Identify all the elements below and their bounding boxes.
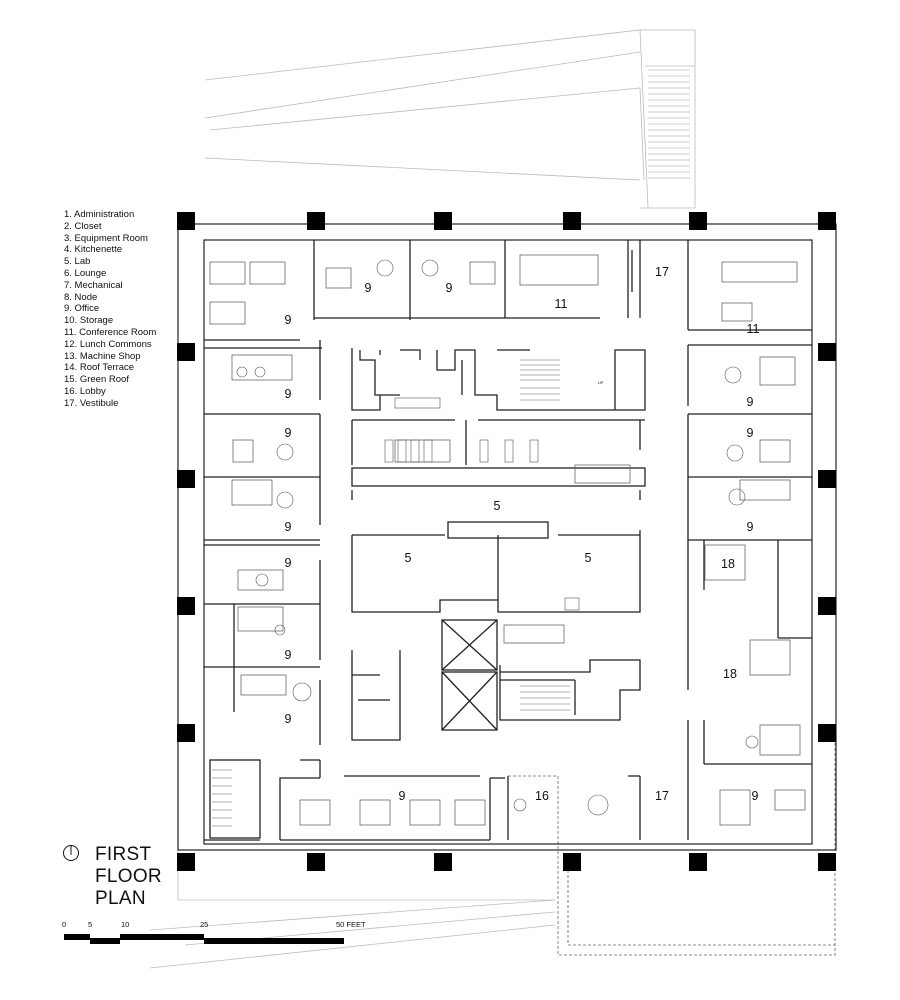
room-legend: 1. Administration 2. Closet 3. Equipment… xyxy=(64,209,156,410)
scale-bar xyxy=(64,934,344,944)
room-label: 9 xyxy=(446,281,453,295)
north-stair-hatch xyxy=(648,69,690,179)
plan-title-line: FIRST xyxy=(95,844,152,865)
scale-tick-label: 5 xyxy=(88,920,93,929)
legend-item: 1. Administration xyxy=(64,209,135,220)
furniture-workstations xyxy=(209,254,806,826)
plan-title: FIRST FLOOR PLAN xyxy=(95,844,162,910)
legend-item: 10. Storage xyxy=(64,315,114,327)
stair-up-note: UP xyxy=(598,380,604,385)
site-context-lines xyxy=(149,29,696,969)
legend-item: 15. Green Roof xyxy=(64,374,129,386)
legend-item: 16. Lobby xyxy=(64,385,106,397)
legend-item: 2. Closet xyxy=(64,220,102,232)
legend-item: 6. Lounge xyxy=(64,267,107,279)
legend-item: 12. Lunch Commons xyxy=(64,338,152,350)
room-label: 16 xyxy=(535,789,549,803)
room-label: 18 xyxy=(721,557,735,571)
room-label: 9 xyxy=(285,313,292,327)
room-label: 11 xyxy=(555,297,568,311)
lobby-extension-dashed xyxy=(508,740,836,956)
interior-walls xyxy=(204,240,812,841)
room-label: 5 xyxy=(494,499,501,513)
north-arrow-icon xyxy=(63,845,79,861)
stairs xyxy=(212,359,570,827)
room-label: 9 xyxy=(285,520,292,534)
room-label: 9 xyxy=(747,426,754,440)
room-label: 9 xyxy=(747,395,754,409)
room-label: 9 xyxy=(285,426,292,440)
room-label: 9 xyxy=(285,556,292,570)
room-label: 17 xyxy=(655,789,669,803)
room-label: 9 xyxy=(399,789,406,803)
plan-title-line: PLAN xyxy=(95,888,146,909)
room-label: 18 xyxy=(723,667,737,681)
room-label: 5 xyxy=(405,551,412,565)
room-label: 5 xyxy=(585,551,592,565)
room-label: 9 xyxy=(285,387,292,401)
room-label: 9 xyxy=(285,648,292,662)
room-label: 9 xyxy=(365,281,372,295)
legend-item: 4. Kitchenette xyxy=(64,244,123,256)
legend-item: 3. Equipment Room xyxy=(64,232,148,244)
room-label: 11 xyxy=(747,322,760,336)
legend-item: 8. Node xyxy=(64,291,98,303)
restroom-fixtures xyxy=(384,397,580,611)
scale-tick-label: 10 xyxy=(121,920,130,929)
legend-item: 13. Machine Shop xyxy=(64,350,141,362)
exterior-walls xyxy=(177,223,837,851)
room-label: 9 xyxy=(752,789,759,803)
room-labels: 9 9 9 11 17 11 9 9 9 9 9 9 5 5 5 9 9 9 1… xyxy=(285,265,760,803)
plan-title-line: FLOOR xyxy=(95,866,162,887)
legend-item: 17. Vestibule xyxy=(64,397,119,409)
room-label: 9 xyxy=(285,712,292,726)
legend-item: 14. Roof Terrace xyxy=(64,362,135,374)
scale-tick-label: 0 xyxy=(62,920,67,929)
structural-columns xyxy=(177,212,836,871)
room-label: 9 xyxy=(747,520,754,534)
legend-item: 7. Mechanical xyxy=(64,279,123,291)
legend-item: 9. Office xyxy=(64,303,100,315)
scale-end-label: 50 FEET xyxy=(336,920,366,929)
chairs-tables xyxy=(236,259,759,816)
room-label: 17 xyxy=(655,265,669,279)
scale-tick-label: 25 xyxy=(200,920,209,929)
legend-item: 11. Conference Room xyxy=(64,326,157,338)
legend-item: 5. Lab xyxy=(64,256,91,268)
